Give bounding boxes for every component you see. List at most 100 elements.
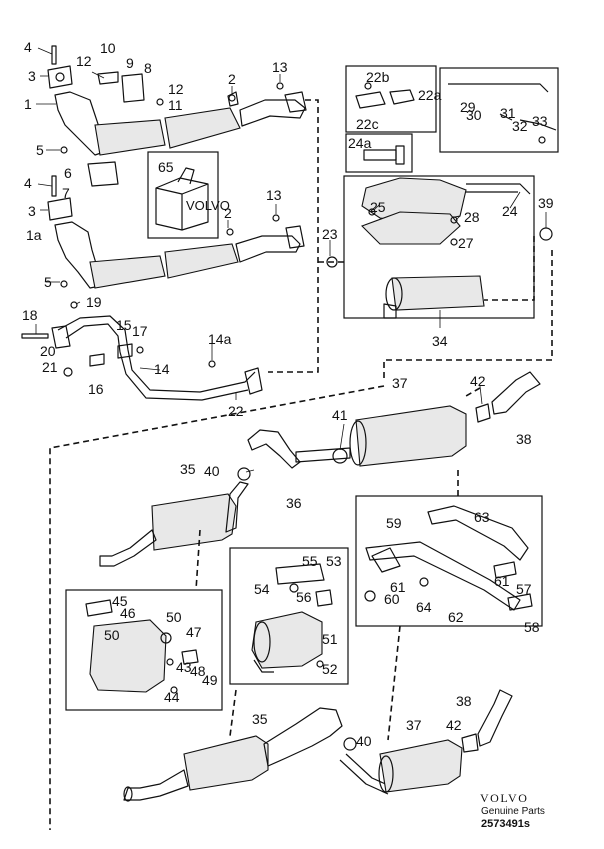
callout-32: 32 — [512, 118, 528, 134]
kit-box-brand-text: VOLVO — [186, 198, 230, 213]
callout-61: 61 — [390, 579, 406, 595]
leader-lines — [35, 47, 547, 473]
lambda-sensor-inset — [345, 65, 437, 133]
callout-22a: 22a — [418, 87, 442, 103]
callout-4: 4 — [24, 39, 32, 55]
rear-section-bottom — [123, 689, 513, 802]
callout-4b: 4 — [24, 175, 32, 191]
callout-60: 60 — [384, 591, 400, 607]
callout-37: 37 — [392, 375, 408, 391]
callout-28: 28 — [464, 209, 480, 225]
callout-labels: 4 3 1 5 12 10 9 8 12 11 2 13 65 4 6 7 3 … — [22, 39, 554, 749]
callout-41: 41 — [332, 407, 348, 423]
callout-18: 18 — [22, 307, 38, 323]
callout-13: 13 — [272, 59, 288, 75]
callout-51: 51 — [322, 631, 338, 647]
callout-38: 38 — [516, 431, 532, 447]
rubber-ring-39 — [539, 227, 553, 241]
callout-5b: 5 — [44, 274, 52, 290]
callout-16: 16 — [88, 381, 104, 397]
callout-39: 39 — [538, 195, 554, 211]
callout-20: 20 — [40, 343, 56, 359]
callout-30: 30 — [466, 107, 482, 123]
callout-42: 42 — [470, 373, 486, 389]
callout-34: 34 — [432, 333, 448, 349]
callout-45: 45 — [112, 593, 128, 609]
callout-5: 5 — [36, 142, 44, 158]
connection-line-right — [484, 236, 535, 301]
callout-50b: 50 — [104, 627, 120, 643]
callout-9: 9 — [126, 55, 134, 71]
front-pipe-assembly-upper — [47, 45, 307, 156]
callout-6: 6 — [64, 165, 72, 181]
callout-12b: 12 — [168, 81, 184, 97]
callout-17: 17 — [132, 323, 148, 339]
callout-58: 58 — [524, 619, 540, 635]
callout-40b: 40 — [356, 733, 372, 749]
callout-37b: 37 — [406, 717, 422, 733]
callout-43: 43 — [176, 659, 192, 675]
callout-40: 40 — [204, 463, 220, 479]
oxygen-sensor-wiring-inset — [439, 67, 559, 153]
callout-56: 56 — [296, 589, 312, 605]
muffler-inset-left — [65, 589, 223, 711]
callout-42b: 42 — [446, 717, 462, 733]
callout-62: 62 — [448, 609, 464, 625]
callout-59: 59 — [386, 515, 402, 531]
callout-29: 29 — [460, 99, 476, 115]
callout-54: 54 — [254, 581, 270, 597]
drawing-code: 2573491s — [481, 818, 530, 830]
callout-22c: 22c — [356, 116, 379, 132]
connection-line-rear-left — [49, 385, 385, 830]
callout-47: 47 — [186, 624, 202, 640]
callout-13b: 13 — [266, 187, 282, 203]
callout-50: 50 — [166, 609, 182, 625]
callout-44: 44 — [164, 689, 180, 705]
callout-23: 23 — [322, 226, 338, 242]
connection-line-left — [268, 99, 319, 373]
callout-48: 48 — [190, 663, 206, 679]
callout-63: 63 — [474, 509, 490, 525]
callout-25: 25 — [370, 199, 386, 215]
callout-3: 3 — [28, 68, 36, 84]
hanger-inset-right — [355, 495, 543, 627]
callout-35b: 35 — [252, 711, 268, 727]
callout-65: 65 — [158, 159, 174, 175]
callout-35: 35 — [180, 461, 196, 477]
callout-49: 49 — [202, 672, 218, 688]
brand-logo: VOLVO — [480, 791, 528, 805]
callout-24: 24 — [502, 203, 518, 219]
callout-61b: 61 — [494, 573, 510, 589]
callout-22: 22 — [228, 403, 244, 419]
callout-7: 7 — [62, 185, 70, 201]
callout-24a: 24a — [348, 135, 372, 151]
connection-line-bottom-right — [387, 625, 401, 741]
callout-64: 64 — [416, 599, 432, 615]
callout-57: 57 — [516, 581, 532, 597]
callout-31: 31 — [500, 105, 516, 121]
callout-53: 53 — [326, 553, 342, 569]
callout-38b: 38 — [456, 693, 472, 709]
connection-line-inset-left — [195, 529, 201, 591]
callout-10: 10 — [100, 40, 116, 56]
callout-8: 8 — [144, 60, 152, 76]
callout-15: 15 — [116, 317, 132, 333]
connection-line-cat-to-rear — [383, 250, 553, 380]
callout-55: 55 — [302, 553, 318, 569]
callout-33: 33 — [532, 113, 548, 129]
front-pipe-14 — [21, 301, 263, 401]
connection-line-rear-right — [465, 387, 481, 397]
callout-52: 52 — [322, 661, 338, 677]
callout-19: 19 — [86, 294, 102, 310]
mounting-kit-box: VOLVO — [147, 151, 230, 239]
callout-2b: 2 — [224, 205, 232, 221]
callout-21: 21 — [42, 359, 58, 375]
callout-2: 2 — [228, 71, 236, 87]
callout-14: 14 — [154, 361, 170, 377]
callout-27: 27 — [458, 235, 474, 251]
brand-block: VOLVO Genuine Parts 2573491s — [480, 791, 545, 830]
callout-22b: 22b — [366, 69, 390, 85]
front-pipe-assembly-lower — [47, 161, 305, 289]
connection-line-bottom-left — [229, 689, 237, 737]
